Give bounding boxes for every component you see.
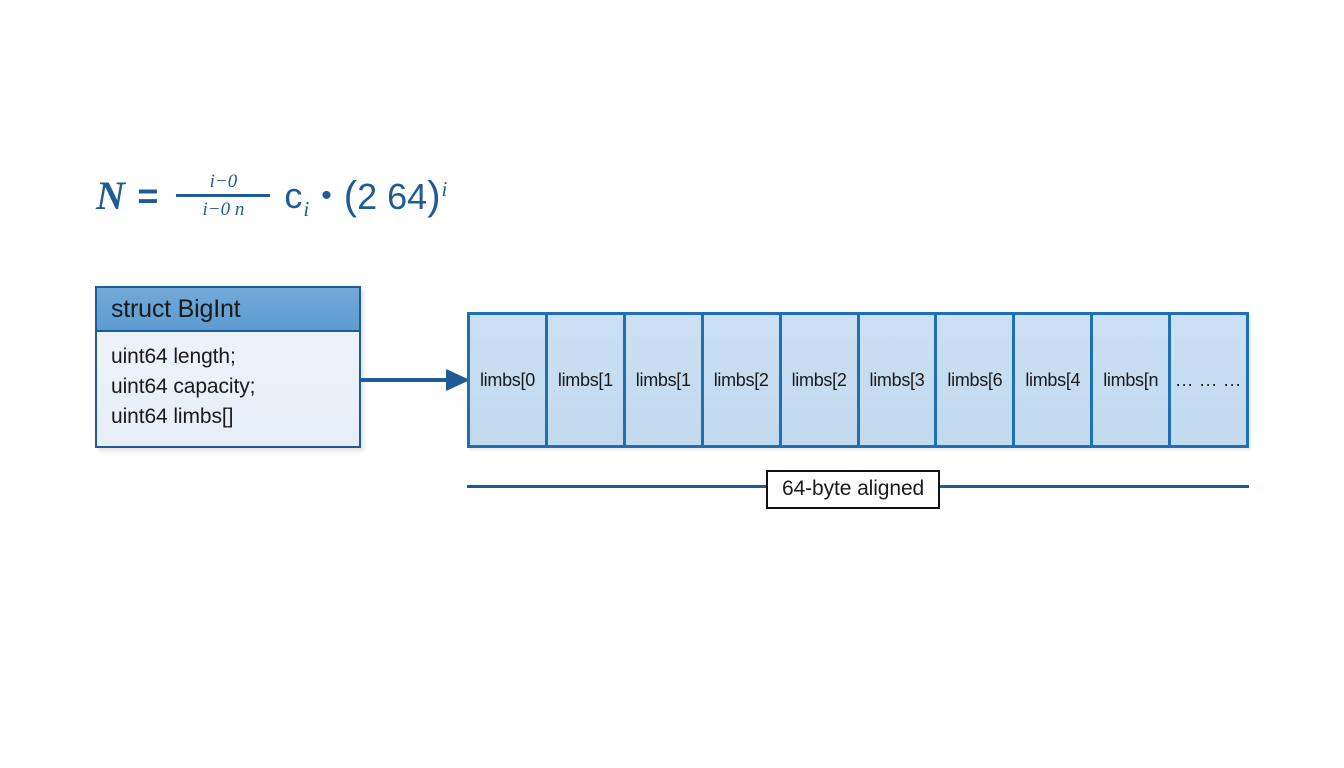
summation-lower-limit: i−0 n — [202, 198, 245, 220]
power-exponent: i — [441, 176, 448, 201]
struct-bigint-box: struct BigInt uint64 length; uint64 capa… — [95, 286, 361, 448]
limb-cell: limbs[4 — [1015, 315, 1094, 445]
limbs-array: limbs[0 limbs[1 limbs[1 limbs[2 limbs[2 … — [467, 312, 1249, 448]
power-base: 2 64 — [357, 175, 428, 217]
open-paren: ( — [343, 173, 358, 218]
struct-field-limbs: uint64 limbs[] — [111, 404, 234, 428]
close-paren: ) — [427, 173, 441, 218]
limb-cell: limbs[6 — [937, 315, 1016, 445]
struct-title: struct BigInt — [97, 288, 359, 332]
struct-fields-list: uint64 length; uint64 capacity; uint64 l… — [97, 332, 359, 446]
limb-cell: limbs[3 — [859, 315, 938, 445]
limb-cell: limbs[0 — [470, 315, 548, 445]
limb-cell: limbs[1 — [625, 315, 704, 445]
summation-upper-limit: i−0 — [209, 171, 238, 192]
limb-cell: limbs[2 — [781, 315, 860, 445]
struct-field-length: uint64 length; — [111, 345, 236, 368]
coefficient-subscript: i — [303, 196, 310, 221]
limb-cell: limbs[2 — [703, 315, 782, 445]
summation-symbol: i−0 i−0 n — [176, 171, 271, 220]
formula-equals-sign: = — [137, 174, 159, 216]
formula-power-term: (2 64)i — [344, 176, 448, 216]
pointer-arrow-icon — [360, 369, 470, 391]
coefficient-symbol: c — [284, 174, 303, 216]
multiplication-dot-icon: • — [321, 178, 332, 212]
limb-cell: limbs[n — [1093, 315, 1172, 445]
limb-cell-ellipsis: ... ... ... — [1171, 315, 1247, 445]
struct-field-capacity: uint64 capacity; — [111, 374, 256, 398]
limb-cell: limbs[1 — [547, 315, 626, 445]
formula-lhs: N — [96, 172, 126, 218]
alignment-label: 64-byte aligned — [766, 470, 941, 509]
summation-bar — [176, 193, 271, 197]
